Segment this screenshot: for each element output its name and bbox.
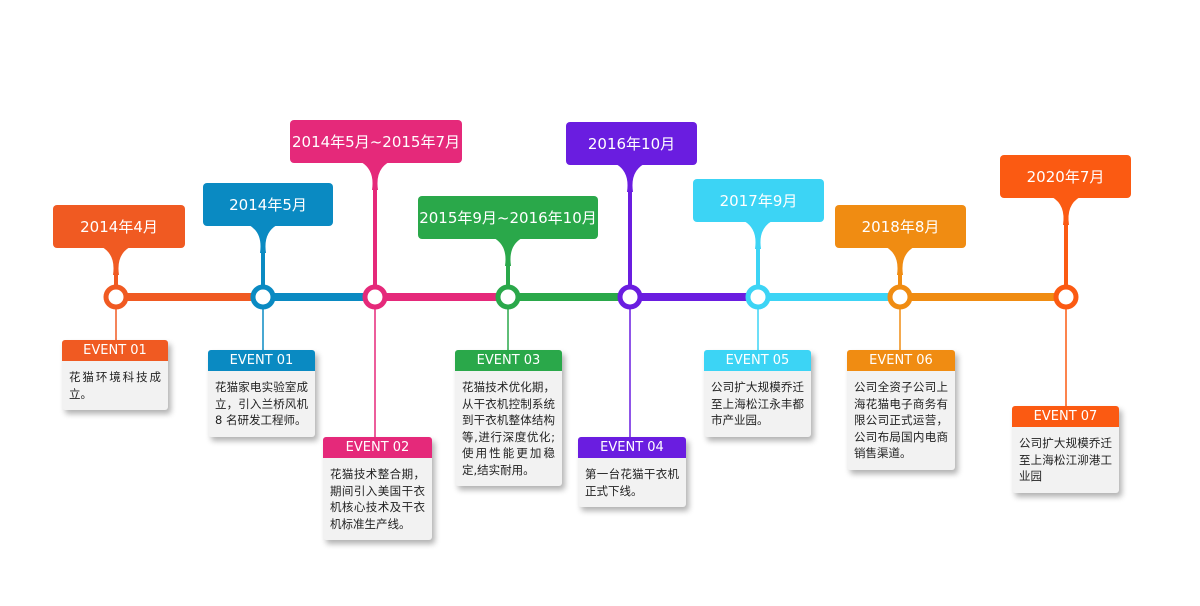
event-description: 公司扩大规模乔迁至上海松江永丰都市产业园。 <box>711 380 804 427</box>
event-label: EVENT 03 <box>455 350 562 371</box>
date-label: 2014年4月 <box>53 205 185 248</box>
date-label: 2016年10月 <box>566 122 697 165</box>
event-card: EVENT 03 花猫技术优化期，从干衣机控制系统到干衣机整体结构等,进行深度优化… <box>455 350 562 486</box>
event-card: EVENT 07 公司扩大规模乔迁至上海松江泖港工业园 <box>1012 406 1119 493</box>
event-card: EVENT 02 花猫技术整合期，期间引入美国干衣机核心技术及干衣机标准生产线。 <box>323 437 432 540</box>
timeline-node <box>617 284 643 310</box>
date-connector <box>744 221 772 249</box>
event-card: EVENT 05 公司扩大规模乔迁至上海松江永丰都市产业园。 <box>704 350 811 437</box>
event-description: 花猫技术优化期，从干衣机控制系统到干衣机整体结构等,进行深度优化;使用性能更加稳… <box>462 380 555 477</box>
date-connector <box>102 247 130 275</box>
event-label: EVENT 01 <box>62 340 168 361</box>
event-description: 公司扩大规模乔迁至上海松江泖港工业园 <box>1019 436 1112 483</box>
date-connector <box>249 225 277 253</box>
date-connector <box>886 247 914 275</box>
event-card: EVENT 06 公司全资子公司上海花猫电子商务有限公司正式运营，公司布局国内电商… <box>847 350 955 470</box>
date-connector <box>494 238 522 266</box>
event-description: 公司全资子公司上海花猫电子商务有限公司正式运营，公司布局国内电商销售渠道。 <box>854 380 948 460</box>
date-label: 2014年5月 <box>203 183 333 226</box>
date-connector <box>616 164 644 192</box>
event-label: EVENT 06 <box>847 350 955 371</box>
date-connector <box>1052 197 1080 225</box>
timeline-node <box>362 284 388 310</box>
event-description: 花猫技术整合期，期间引入美国干衣机核心技术及干衣机标准生产线。 <box>330 467 425 531</box>
event-label: EVENT 01 <box>208 350 315 371</box>
timeline-node <box>1053 284 1079 310</box>
event-label: EVENT 05 <box>704 350 811 371</box>
date-label: 2014年5月~2015年7月 <box>290 120 462 163</box>
timeline-node <box>103 284 129 310</box>
event-label: EVENT 07 <box>1012 406 1119 427</box>
event-card: EVENT 01 花猫家电实验室成立，引入兰桥风机 8 名研发工程师。 <box>208 350 315 437</box>
timeline-node <box>887 284 913 310</box>
date-label: 2018年8月 <box>835 205 966 248</box>
event-label: EVENT 02 <box>323 437 432 458</box>
event-card: EVENT 01 花猫环境科技成立。 <box>62 340 168 410</box>
date-label: 2020年7月 <box>1000 155 1131 198</box>
timeline-node <box>250 284 276 310</box>
timeline-node <box>495 284 521 310</box>
event-card: EVENT 04 第一台花猫干衣机正式下线。 <box>578 437 686 507</box>
event-description: 第一台花猫干衣机正式下线。 <box>585 467 679 498</box>
event-description: 花猫家电实验室成立，引入兰桥风机 8 名研发工程师。 <box>215 380 308 427</box>
date-label: 2015年9月~2016年10月 <box>418 196 598 239</box>
timeline-node <box>745 284 771 310</box>
date-label: 2017年9月 <box>693 179 824 222</box>
event-label: EVENT 04 <box>578 437 686 458</box>
date-connector <box>361 162 389 190</box>
event-description: 花猫环境科技成立。 <box>69 370 161 401</box>
